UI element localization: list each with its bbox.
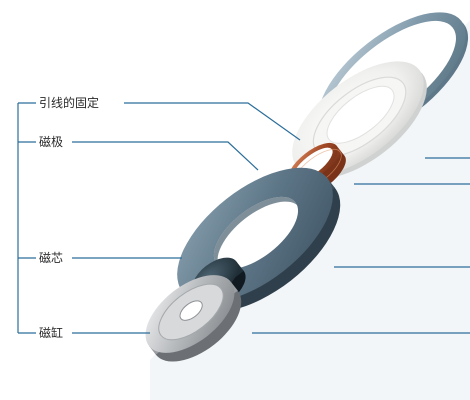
- label-magnetic-core: 磁芯: [37, 251, 66, 265]
- leader-lines-right: [252, 157, 470, 334]
- label-magnetic-pole: 磁极: [37, 135, 66, 149]
- leader-line-lead-fix: [124, 102, 301, 141]
- leader-lines-left: [17, 102, 301, 334]
- leader-line-pole: [72, 141, 259, 171]
- label-lead-fix: 引线的固定: [37, 96, 102, 110]
- label-magnetic-pot: 磁缸: [37, 326, 66, 340]
- magnet-pot: [145, 275, 242, 362]
